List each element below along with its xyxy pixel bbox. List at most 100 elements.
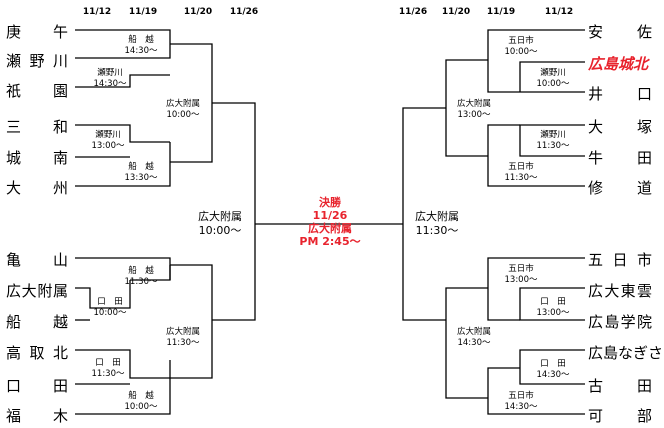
- match-venue: 広大附属: [165, 99, 201, 109]
- team-name: 広島学院: [588, 313, 652, 331]
- team-name: 瀬野川: [6, 52, 68, 70]
- match-venue: 瀬野川: [97, 68, 123, 78]
- team-name: 修 道: [588, 179, 652, 197]
- match-time: 14:30〜: [504, 402, 538, 412]
- match-time: 13:00〜: [504, 275, 538, 285]
- match-venue: 口 田: [97, 297, 123, 307]
- match-info: 瀬野川 14:30〜: [94, 68, 127, 90]
- team-name: 亀 山: [6, 251, 68, 269]
- final-venue: 広大附属: [307, 222, 352, 235]
- match-venue: 船 越: [128, 35, 154, 45]
- semifinal-info: 広大附属 10:00〜: [198, 210, 242, 238]
- match-info: 五日市 13:00〜: [505, 264, 538, 286]
- team-name: 可 部: [588, 407, 652, 425]
- final-date: 11/26: [312, 209, 348, 222]
- team-name-highlighted: 広島城北: [588, 55, 649, 73]
- match-time: 14:30〜: [124, 46, 158, 56]
- match-venue: 口 田: [540, 297, 566, 307]
- match-time: 13:00〜: [91, 141, 125, 151]
- match-venue: 広大附属: [456, 99, 492, 109]
- date-header: 11/19: [486, 7, 516, 17]
- bracket-line: [75, 124, 170, 143]
- match-time: 13:00〜: [457, 110, 491, 120]
- match-venue: 船 越: [128, 266, 154, 276]
- match-info: 広大附属 10:00〜: [166, 99, 200, 121]
- match-info: 船 越 10:00〜: [125, 391, 158, 413]
- match-venue: 広大附属: [415, 210, 459, 223]
- match-venue: 瀬野川: [540, 130, 566, 140]
- bracket-line: [402, 107, 446, 321]
- bracket-line: [487, 29, 585, 93]
- team-name: 五日市: [588, 251, 652, 269]
- match-time: 14:30〜: [536, 370, 570, 380]
- match-info: 船 越 11:30〜: [125, 266, 158, 288]
- bracket-line: [519, 124, 585, 157]
- match-time: 14:30〜: [93, 79, 127, 89]
- match-venue: 船 越: [128, 391, 154, 401]
- team-name: 安 佐: [588, 23, 652, 41]
- match-venue: 広大附属: [198, 210, 242, 223]
- match-time: 10:00〜: [536, 79, 570, 89]
- match-venue: 五日市: [508, 264, 534, 274]
- final-title: 決勝: [318, 196, 341, 209]
- match-time: 13:30〜: [124, 173, 158, 183]
- date-header: 11/19: [128, 7, 158, 17]
- date-header: 11/20: [441, 7, 471, 17]
- match-time: 10:00〜: [166, 110, 200, 120]
- date-header: 11/12: [82, 7, 112, 17]
- bracket-line: [75, 280, 131, 309]
- match-info: 瀬野川 11:30〜: [537, 130, 570, 152]
- match-info: 広大附属 13:00〜: [457, 99, 491, 121]
- match-venue: 広大附属: [165, 327, 201, 337]
- match-info: 船 越 13:30〜: [125, 162, 158, 184]
- bracket-line: [487, 367, 585, 415]
- team-name: 大 州: [6, 179, 68, 197]
- team-name: 庚 午: [6, 23, 68, 41]
- match-time: 14:30〜: [457, 338, 491, 348]
- bracket-line: [75, 142, 171, 187]
- bracket-line: [519, 349, 585, 385]
- team-name: 福 木: [6, 407, 68, 425]
- match-time: 11:30〜: [536, 141, 570, 151]
- bracket-line: [75, 378, 171, 415]
- match-time: 10:00〜: [124, 402, 158, 412]
- date-header: 11/26: [229, 7, 259, 17]
- match-venue: 五日市: [508, 391, 534, 401]
- team-name: 牛 田: [588, 149, 652, 167]
- match-time: 11:30〜: [91, 369, 125, 379]
- match-time: 10:00〜: [504, 47, 538, 57]
- bracket-line: [445, 287, 488, 399]
- match-venue: 船 越: [128, 162, 154, 172]
- date-header: 11/20: [183, 7, 213, 17]
- match-info: 広大附属 11:30〜: [166, 327, 200, 349]
- team-name: 三 和: [6, 118, 68, 136]
- match-info: 口 田 13:00〜: [537, 297, 570, 319]
- team-name: 船 越: [6, 313, 68, 331]
- match-venue: 広大附属: [456, 327, 492, 337]
- match-venue: 五日市: [508, 162, 534, 172]
- match-info: 口 田 14:30〜: [537, 359, 570, 381]
- match-info: 五日市 10:00〜: [505, 36, 538, 58]
- date-header: 11/12: [544, 7, 574, 17]
- final-time: PM 2:45〜: [299, 235, 361, 248]
- match-info: 瀬野川 13:00〜: [92, 130, 125, 152]
- team-name: 広大附属: [6, 282, 68, 300]
- team-name: 大 塚: [588, 118, 652, 136]
- team-name: 井 口: [588, 85, 652, 103]
- semifinal-info: 広大附属 11:30〜: [415, 210, 459, 238]
- match-time: 10:00〜: [198, 224, 242, 237]
- match-time: 11:30〜: [415, 224, 459, 237]
- match-time: 11:30〜: [124, 277, 158, 287]
- team-name: 広島なぎさ: [588, 344, 664, 362]
- bracket-line: [519, 61, 585, 92]
- match-venue: 五日市: [508, 36, 534, 46]
- match-venue: 瀬野川: [95, 130, 121, 140]
- match-info: 瀬野川 10:00〜: [537, 68, 570, 90]
- team-name: 城 南: [6, 149, 68, 167]
- bracket-line: [75, 74, 170, 88]
- match-time: 10:00〜: [93, 308, 127, 318]
- match-time: 11:30〜: [166, 338, 200, 348]
- match-venue: 口 田: [95, 358, 121, 368]
